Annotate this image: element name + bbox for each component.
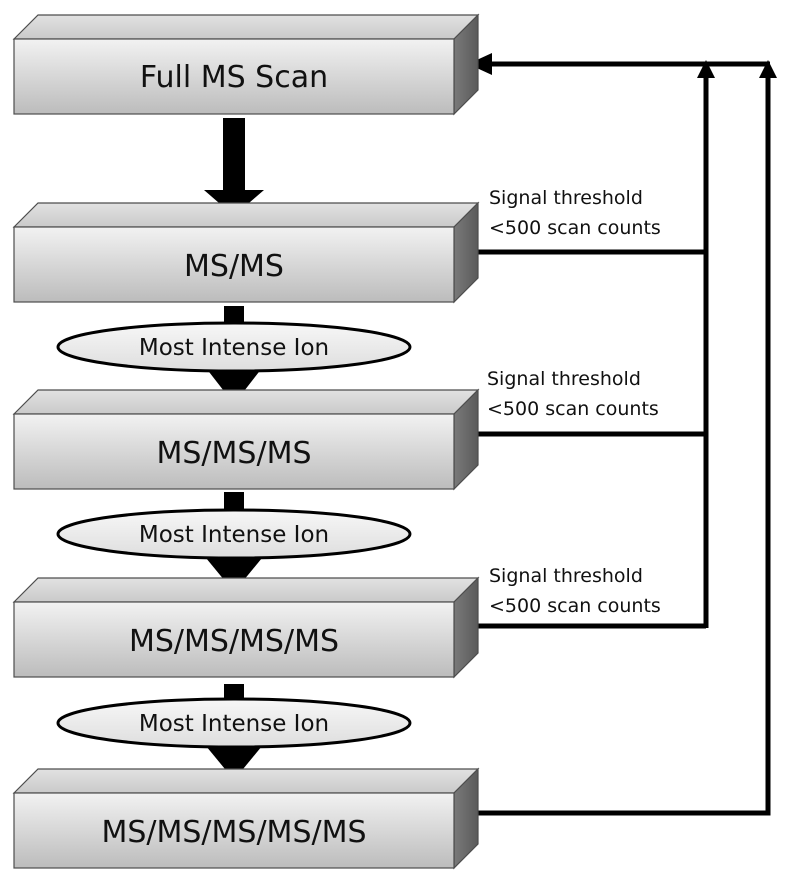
selection-oval-3: Most Intense Ion bbox=[56, 697, 412, 749]
threshold-label-1-line1: Signal threshold bbox=[489, 187, 643, 209]
step-label-ms3: MS/MS/MS bbox=[157, 436, 312, 471]
step-label-ms2: MS/MS bbox=[184, 249, 284, 284]
arrowhead-outer-up bbox=[759, 60, 777, 78]
step-label-full-ms-scan: Full MS Scan bbox=[140, 60, 328, 95]
selection-oval-2: Most Intense Ion bbox=[56, 508, 412, 560]
arrowhead-inner-up bbox=[697, 60, 715, 78]
threshold-label-3: Signal threshold <500 scan counts bbox=[489, 565, 661, 617]
threshold-label-2-line2: <500 scan counts bbox=[487, 398, 659, 420]
threshold-label-2-line1: Signal threshold bbox=[487, 368, 641, 390]
threshold-label-1-line2: <500 scan counts bbox=[489, 217, 661, 239]
down-arrow-1 bbox=[204, 118, 264, 216]
step-box-ms3: MS/MS/MS bbox=[12, 388, 480, 491]
threshold-label-3-line2: <500 scan counts bbox=[489, 595, 661, 617]
feedback-arrowheads bbox=[468, 53, 777, 78]
step-box-ms2: MS/MS bbox=[12, 201, 480, 304]
threshold-label-3-line1: Signal threshold bbox=[489, 565, 643, 587]
step-box-ms5: MS/MS/MS/MS/MS bbox=[12, 767, 480, 870]
feedback-line-ms5 bbox=[478, 76, 771, 816]
selection-oval-1: Most Intense Ion bbox=[56, 321, 412, 373]
selection-label-3: Most Intense Ion bbox=[139, 711, 329, 737]
threshold-label-2: Signal threshold <500 scan counts bbox=[487, 368, 659, 420]
step-box-ms4: MS/MS/MS/MS bbox=[12, 576, 480, 679]
threshold-label-1: Signal threshold <500 scan counts bbox=[489, 187, 661, 239]
selection-label-1: Most Intense Ion bbox=[139, 335, 329, 361]
selection-label-2: Most Intense Ion bbox=[139, 522, 329, 548]
arrowhead-into-full-scan bbox=[468, 53, 492, 75]
step-box-full-ms-scan: Full MS Scan bbox=[12, 13, 480, 116]
step-label-ms5: MS/MS/MS/MS/MS bbox=[101, 815, 366, 850]
feedback-lines bbox=[478, 61, 771, 816]
step-label-ms4: MS/MS/MS/MS bbox=[129, 624, 339, 659]
